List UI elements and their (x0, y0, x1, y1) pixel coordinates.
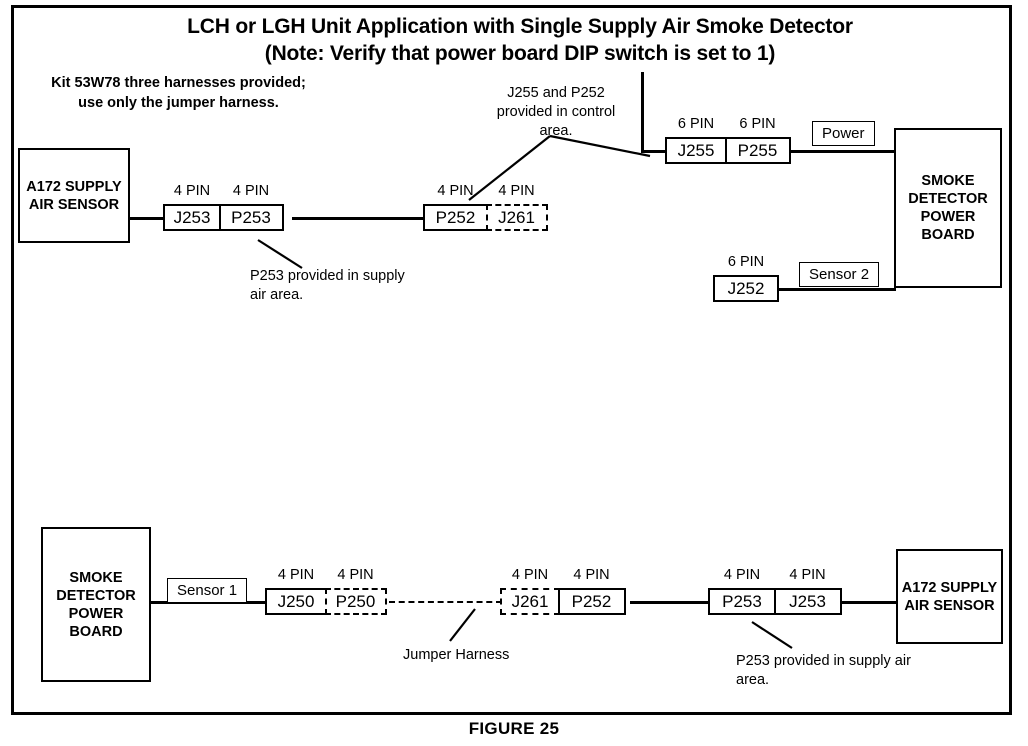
wire-p252-to-p253-bottom (630, 601, 710, 604)
connector-j261-top-box[interactable]: J261 (485, 204, 548, 231)
p253-note-bottom-leader-line (751, 621, 793, 649)
connector-pair-p252-j261-top: 4 PIN P252 4 PIN J261 (423, 183, 548, 231)
connector-j255-box[interactable]: J255 (665, 137, 727, 164)
kit-note: Kit 53W78 three harnesses provided; use … (51, 75, 306, 111)
wire-tag-sensor-2: Sensor 2 (799, 262, 880, 287)
connector-j253-bottom[interactable]: 4 PIN J253 (773, 567, 842, 615)
connector-j253-box[interactable]: J253 (163, 204, 221, 231)
top-a172-supply-air-sensor-box: A172 SUPPLY AIR SENSOR (18, 148, 130, 243)
connector-j261-bottom-box[interactable]: J261 (500, 588, 560, 615)
wire-j252-to-power-board (777, 288, 896, 291)
connector-j252[interactable]: 6 PIN J252 (713, 254, 779, 302)
connector-p252-top-pins: 4 PIN (437, 183, 474, 199)
connector-j255-pins: 6 PIN (677, 116, 715, 132)
bottom-a172-supply-air-sensor-label: A172 SUPPLY AIR SENSOR (901, 579, 998, 614)
connector-j261-bottom-pins: 4 PIN (511, 567, 549, 583)
connector-j253-pins: 4 PIN (173, 183, 211, 199)
wire-j253-to-sensor-bottom (841, 601, 898, 604)
connector-p255-pins: 6 PIN (739, 116, 776, 132)
connector-p253-bottom-label: P253 (722, 592, 762, 611)
wire-p255-to-power-board (789, 150, 896, 153)
connector-j253-bottom-pins: 4 PIN (789, 567, 826, 583)
connector-p252-bottom-box[interactable]: P252 (557, 588, 626, 615)
connector-p253-bottom[interactable]: 4 PIN P253 (708, 567, 776, 615)
connector-p253-box[interactable]: P253 (218, 204, 284, 231)
connector-p250-label: P250 (335, 592, 376, 611)
connector-p253-bottom-pins: 4 PIN (723, 567, 761, 583)
connector-pair-j252: 6 PIN J252 (713, 254, 779, 302)
jumper-harness-note: Jumper Harness (403, 647, 510, 663)
wire-horizontal-to-j255 (641, 150, 667, 153)
connector-p253-bottom-box[interactable]: P253 (708, 588, 776, 615)
connector-pair-j255-p255: 6 PIN J255 6 PIN P255 (665, 116, 791, 164)
connector-p252-top-label: P252 (435, 208, 476, 227)
connector-j250-box[interactable]: J250 (265, 588, 327, 615)
connector-p250-pins: 4 PIN (337, 567, 374, 583)
diagram-title: LCH or LGH Unit Application with Single … (120, 13, 920, 67)
connector-p255-box[interactable]: P255 (724, 137, 791, 164)
connector-j255-label: J255 (677, 141, 715, 160)
jumper-harness-leader-line (449, 608, 476, 642)
connector-p250-box[interactable]: P250 (324, 588, 387, 615)
wire-tag-power: Power (812, 121, 875, 146)
wire-tag-sensor-1-label: Sensor 1 (177, 582, 238, 599)
connector-pair-p253-j253-bottom: 4 PIN P253 4 PIN J253 (708, 567, 842, 615)
connector-j253-bottom-label: J253 (789, 592, 826, 611)
p253-note-top-leader-line (257, 239, 303, 269)
top-smoke-detector-power-board-label: SMOKE DETECTOR POWER BOARD (908, 173, 988, 243)
diagram-title-line-1: LCH or LGH Unit Application with Single … (187, 15, 853, 38)
connector-j255[interactable]: 6 PIN J255 (665, 116, 727, 164)
jumper-harness-dashed-wire (389, 601, 502, 603)
control-area-note: J255 and P252 provided in control area. (496, 85, 616, 139)
wire-tag-sensor-1: Sensor 1 (167, 578, 248, 603)
connector-p253-pins: 4 PIN (232, 183, 270, 199)
connector-p250[interactable]: 4 PIN P250 (324, 567, 387, 615)
top-smoke-detector-power-board-box: SMOKE DETECTOR POWER BOARD (894, 128, 1002, 288)
connector-j261-bottom[interactable]: 4 PIN J261 (500, 567, 560, 615)
connector-j253-label: J253 (173, 208, 211, 227)
connector-j250-pins: 4 PIN (277, 567, 315, 583)
wire-tag-power-label: Power (822, 125, 865, 142)
p253-supply-air-note-top: P253 provided in supply air area. (250, 268, 405, 303)
connector-j252-label: J252 (727, 279, 765, 298)
control-area-leader-lines (468, 134, 651, 201)
connector-j250[interactable]: 4 PIN J250 (265, 567, 327, 615)
connector-j252-box[interactable]: J252 (713, 275, 779, 302)
wire-vertical-to-j255 (641, 72, 644, 152)
connector-pair-j250-p250: 4 PIN J250 4 PIN P250 (265, 567, 387, 615)
connector-p252-bottom[interactable]: 4 PIN P252 (557, 567, 626, 615)
connector-j261-top[interactable]: 4 PIN J261 (485, 183, 548, 231)
connector-j261-top-pins: 4 PIN (498, 183, 535, 199)
connector-j261-top-label: J261 (498, 208, 535, 227)
connector-p252-top[interactable]: 4 PIN P252 (423, 183, 488, 231)
connector-j261-bottom-label: J261 (511, 592, 549, 611)
connector-p253-label: P253 (231, 208, 271, 227)
connector-p255-label: P255 (737, 141, 778, 160)
figure-caption: FIGURE 25 (468, 719, 560, 738)
diagram-title-line-2: (Note: Verify that power board DIP switc… (264, 42, 776, 65)
connector-j253[interactable]: 4 PIN J253 (163, 183, 221, 231)
wire-tag-sensor-2-label: Sensor 2 (809, 266, 870, 283)
bottom-a172-supply-air-sensor-box: A172 SUPPLY AIR SENSOR (896, 549, 1003, 644)
connector-p252-top-box[interactable]: P252 (423, 204, 488, 231)
p253-supply-air-note-bottom: P253 provided in supply air area. (736, 653, 911, 688)
bottom-smoke-detector-power-board-label: SMOKE DETECTOR POWER BOARD (56, 569, 136, 640)
connector-p253[interactable]: 4 PIN P253 (218, 183, 284, 231)
connector-p255[interactable]: 6 PIN P255 (724, 116, 791, 164)
top-a172-supply-air-sensor-label: A172 SUPPLY AIR SENSOR (26, 178, 122, 213)
wire-p253-to-p252 (292, 217, 425, 220)
connector-p252-bottom-pins: 4 PIN (573, 567, 610, 583)
connector-p252-bottom-label: P252 (571, 592, 612, 611)
connector-j250-label: J250 (277, 592, 315, 611)
connector-j252-pins: 6 PIN (727, 254, 765, 270)
connector-pair-j261-p252-bottom: 4 PIN J261 4 PIN P252 (500, 567, 626, 615)
bottom-smoke-detector-power-board-box: SMOKE DETECTOR POWER BOARD (41, 527, 151, 682)
wire-sensor-to-j253 (130, 217, 165, 220)
connector-pair-j253-p253: 4 PIN J253 4 PIN P253 (163, 183, 284, 231)
connector-j253-bottom-box[interactable]: J253 (773, 588, 842, 615)
